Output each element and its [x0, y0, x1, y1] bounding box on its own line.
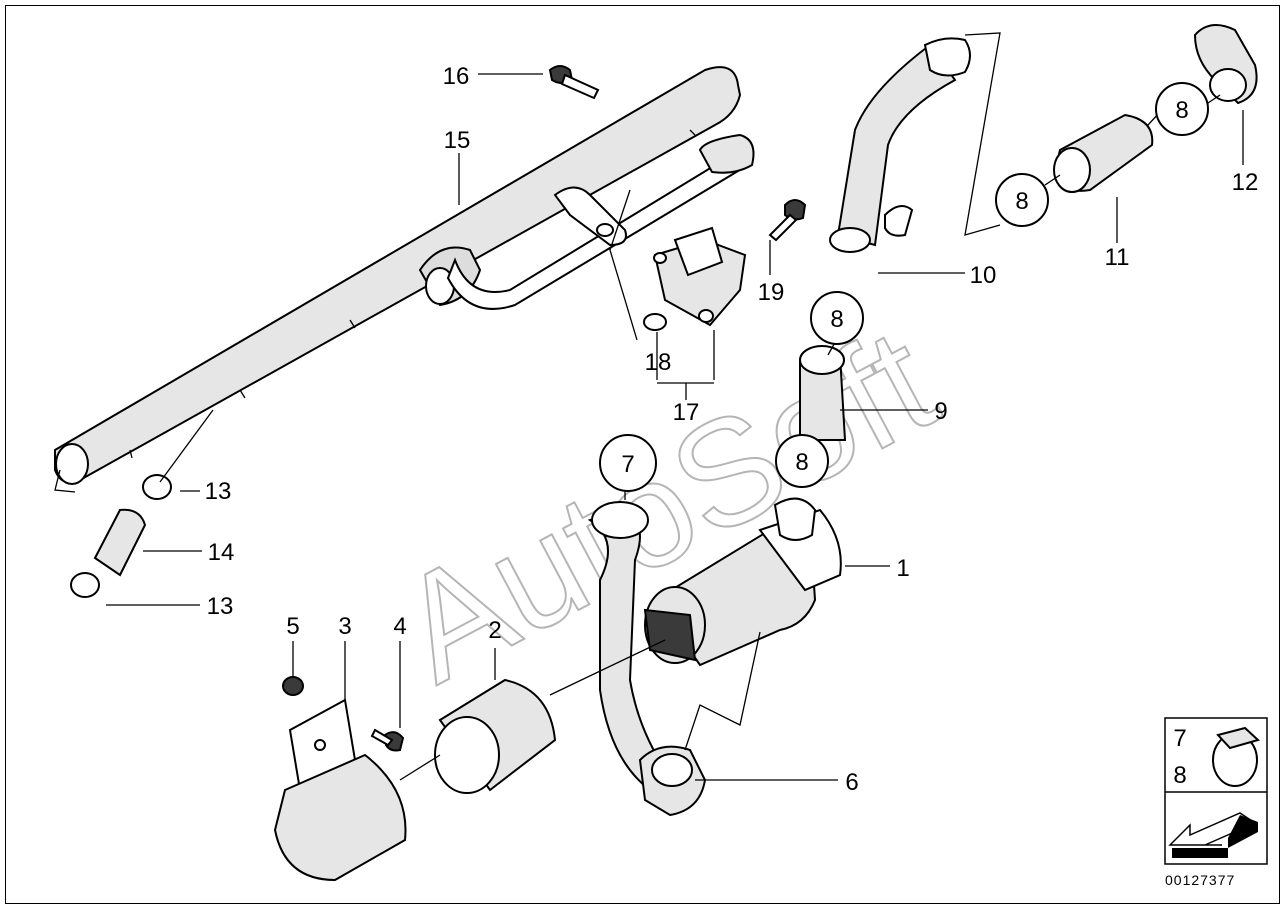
label-11: 11: [1105, 244, 1130, 271]
label-8-b: 8: [795, 449, 808, 476]
label-8-c: 8: [1015, 188, 1028, 215]
label-13-a: 13: [205, 478, 232, 505]
callout-labels: 16 15 19 18 17 10 11 12 9 8 8 8 8 7 1 6 …: [205, 63, 1259, 796]
part-13-ring-lower: [70, 572, 100, 598]
label-7: 7: [621, 451, 634, 478]
label-2: 2: [488, 617, 501, 644]
part-3-bracket: [273, 698, 407, 882]
label-17: 17: [673, 399, 700, 426]
label-1: 1: [896, 555, 909, 582]
reference-number: 00127377: [1165, 872, 1235, 888]
part-5-nut: [282, 676, 304, 696]
part-10-hose: [829, 37, 971, 253]
label-13-b: 13: [207, 593, 234, 620]
callout-circle-8-d: [1155, 82, 1209, 136]
callout-circle-8-b: [775, 434, 829, 488]
label-16: 16: [443, 63, 470, 90]
part-16-bolt: [548, 65, 600, 100]
part-1-pump: [643, 497, 842, 667]
legend-box: 7 8: [1164, 717, 1268, 865]
label-15: 15: [444, 127, 471, 154]
leader-lines: [106, 32, 1244, 781]
part-18-o-ring: [643, 313, 667, 331]
part-return-pipe: [446, 133, 755, 310]
part-9-sleeve: [799, 345, 847, 441]
label-12: 12: [1232, 169, 1259, 196]
part-pump-hose: [587, 501, 683, 791]
label-10: 10: [970, 262, 997, 289]
label-5: 5: [286, 613, 299, 640]
label-8-d: 8: [1175, 97, 1188, 124]
label-6: 6: [845, 769, 858, 796]
part-17-sensor: [653, 226, 747, 327]
part-13-ring-upper: [142, 474, 172, 500]
callout-circle-7: [599, 434, 657, 492]
label-4: 4: [393, 613, 406, 640]
callout-circle-8-a: [810, 291, 864, 345]
label-18: 18: [645, 349, 672, 376]
label-19: 19: [758, 279, 785, 306]
part-14-sleeve: [93, 508, 147, 577]
circled-callouts: [599, 82, 1209, 492]
part-4-screw: [370, 728, 405, 752]
part-12-elbow: [1193, 24, 1258, 105]
part-2-sleeve: [434, 678, 557, 794]
label-3: 3: [338, 613, 351, 640]
part-6-connector: [638, 745, 707, 817]
callout-circle-8-c: [995, 173, 1049, 227]
hose-clamp-icon: [1212, 726, 1260, 787]
label-9: 9: [934, 398, 947, 425]
label-14: 14: [208, 539, 235, 566]
part-19-screw: [768, 199, 807, 242]
arrow-icon: [1168, 812, 1258, 858]
legend-label-7: 7: [1173, 725, 1186, 752]
label-8-a: 8: [830, 306, 843, 333]
part-11-sleeve: [1053, 113, 1154, 193]
legend-label-8: 8: [1173, 762, 1186, 789]
